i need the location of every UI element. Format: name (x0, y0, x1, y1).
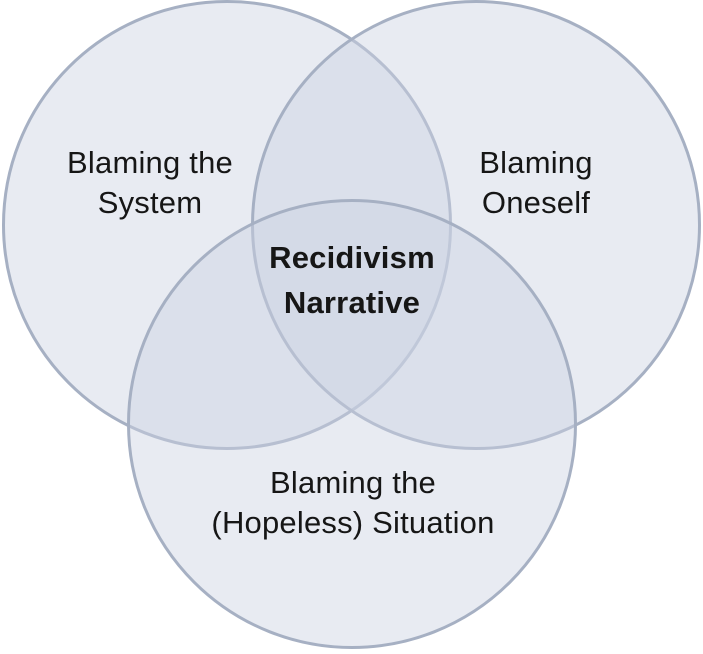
venn-label-system: Blaming the System (67, 145, 233, 220)
venn-label-situation: Blaming the (Hopeless) Situation (211, 465, 495, 540)
venn-circle-situation (127, 199, 577, 649)
venn-label-intersection: Recidivism Narrative (269, 240, 435, 320)
venn-label-oneself: Blaming Oneself (479, 145, 593, 220)
